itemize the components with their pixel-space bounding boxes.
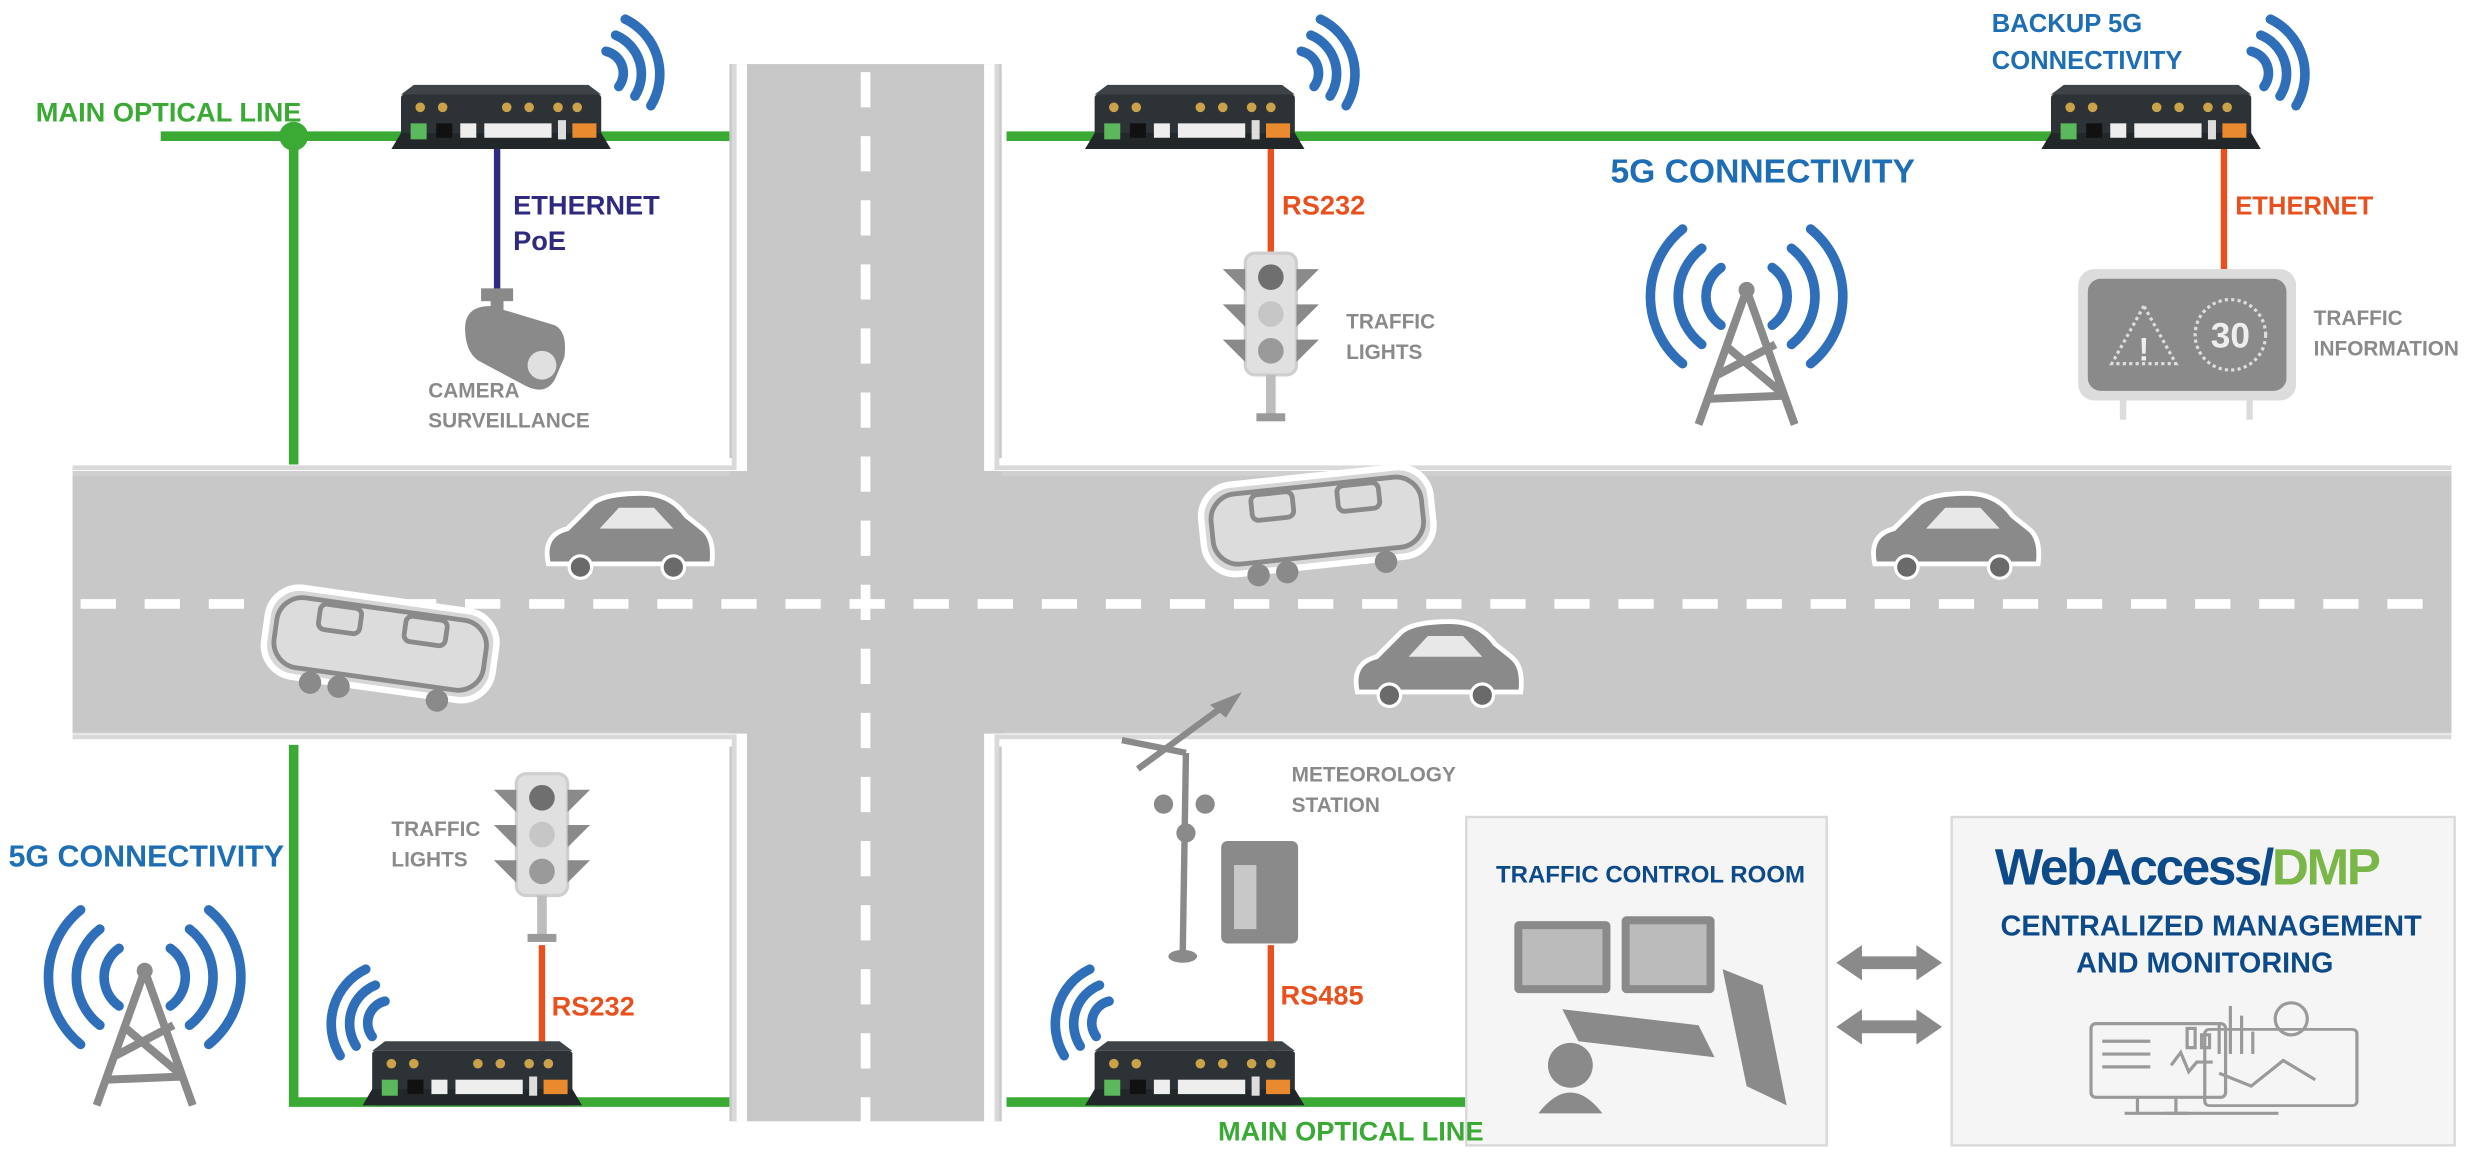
traffic-information-sign: ! 30 — [2078, 269, 2297, 420]
router-top-left — [391, 84, 611, 149]
5g-connectivity-label-top: 5G CONNECTIVITY — [1610, 154, 1915, 191]
router-bottom-center — [1085, 1041, 1305, 1106]
workstation-icon — [1514, 916, 1787, 1114]
cell-tower-icon — [48, 910, 240, 1105]
5g-connectivity-label-left: 5G CONNECTIVITY — [9, 840, 285, 874]
dashboard-monitor-icon — [2089, 1001, 2359, 1115]
wifi-icon — [1301, 19, 1355, 106]
main-optical-line-label-bottom: MAIN OPTICAL LINE — [1218, 1116, 1484, 1147]
ethernet-label-right: ETHERNET — [2235, 193, 2373, 221]
wifi-icon — [1055, 969, 1109, 1056]
router-top-right — [2041, 84, 2261, 149]
rs232-label-top: RS232 — [1282, 190, 1365, 221]
traffic-light-icon — [492, 772, 592, 944]
webaccess-subtitle-1: CENTRALIZED MANAGEMENT — [2001, 911, 2423, 943]
webaccess-subtitle-2: AND MONITORING — [2076, 947, 2333, 979]
rs232-label-bottom: RS232 — [552, 991, 635, 1022]
router-top-center — [1085, 84, 1305, 149]
wifi-icon — [606, 19, 660, 106]
meteorology-station-icon — [1121, 692, 1299, 963]
main-optical-line-label-top: MAIN OPTICAL LINE — [36, 97, 302, 128]
traffic-control-room-panel: TRAFFIC CONTROL ROOM — [1465, 815, 1828, 1147]
traffic-light-icon — [1221, 251, 1321, 423]
rs485-label: RS485 — [1280, 979, 1363, 1010]
bidirectional-arrow-icon — [1836, 945, 1943, 1045]
control-room-title: TRAFFIC CONTROL ROOM — [1496, 862, 1805, 889]
cell-tower-icon — [1650, 229, 1842, 424]
router-bottom-left — [362, 1041, 583, 1106]
optical-junction — [279, 121, 309, 151]
wifi-icon — [2251, 19, 2305, 106]
webaccess-logo: WebAccess/DMP — [1995, 838, 2380, 895]
wifi-icon — [331, 969, 385, 1056]
warning-mark: ! — [2139, 331, 2150, 367]
speed-limit: 30 — [2211, 317, 2250, 356]
webaccess-dmp-panel: WebAccess/DMP CENTRALIZED MANAGEMENT AND… — [1950, 815, 2456, 1147]
camera-icon — [465, 288, 566, 390]
